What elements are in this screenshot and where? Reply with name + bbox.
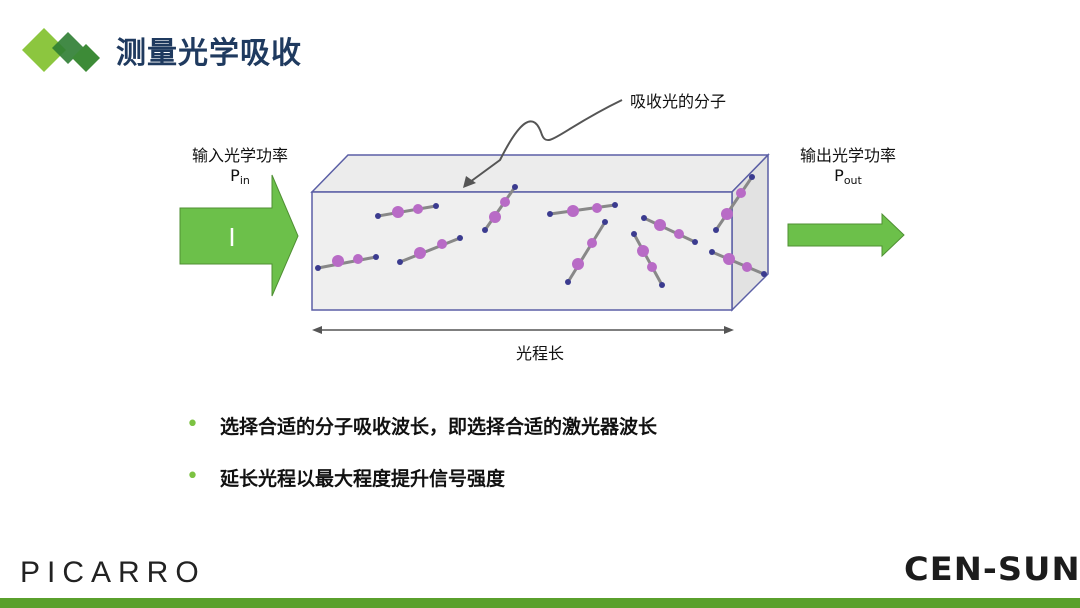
callout-pointer [469, 99, 623, 183]
bullet-text: 选择合适的分子吸收波长，即选择合适的激光器波长 [220, 415, 658, 438]
footer-bar [0, 598, 1080, 608]
sample-cell-box [310, 153, 770, 312]
input-power-text: 输入光学功率 [191, 146, 288, 165]
bullet-list: • 选择合适的分子吸收波长，即选择合适的激光器波长 • 延长光程以最大程度提升信… [186, 410, 657, 514]
list-item: • 选择合适的分子吸收波长，即选择合适的激光器波长 [186, 410, 657, 440]
input-power-label: 输入光学功率 Pin [182, 142, 298, 187]
molecule [315, 254, 379, 271]
molecule [641, 215, 698, 245]
input-light-arrow [179, 174, 299, 297]
picarro-logo: PICARRO [20, 556, 206, 589]
list-item: • 延长光程以最大程度提升信号强度 [186, 462, 657, 492]
output-power-label: 输出光学功率 Pout [790, 142, 906, 187]
absorption-diagram: I 光程长 [179, 99, 905, 363]
bullet-dot-icon: • [186, 412, 199, 437]
molecule [397, 235, 463, 265]
page-title: 测量光学吸收 [116, 36, 302, 71]
input-power-symbol: Pin [230, 166, 250, 187]
molecule [482, 184, 518, 233]
molecule [713, 174, 755, 233]
molecule [709, 249, 767, 277]
bullet-text: 延长光程以最大程度提升信号强度 [220, 467, 506, 490]
header-logo-icon [22, 28, 100, 72]
molecules [315, 174, 767, 288]
molecule-callout-label: 吸收光的分子 [630, 92, 727, 111]
molecule [631, 231, 665, 288]
censun-logo: CEN-SUN [904, 550, 1080, 588]
molecule [375, 203, 439, 219]
path-length-label: 光程长 [516, 344, 564, 363]
output-light-arrow [787, 212, 905, 258]
output-power-symbol: Pout [834, 166, 862, 187]
input-arrow-mark: I [228, 222, 235, 252]
output-power-text: 输出光学功率 [799, 146, 896, 165]
bullet-dot-icon: • [186, 464, 199, 489]
molecule [547, 202, 618, 217]
molecule [565, 219, 608, 285]
